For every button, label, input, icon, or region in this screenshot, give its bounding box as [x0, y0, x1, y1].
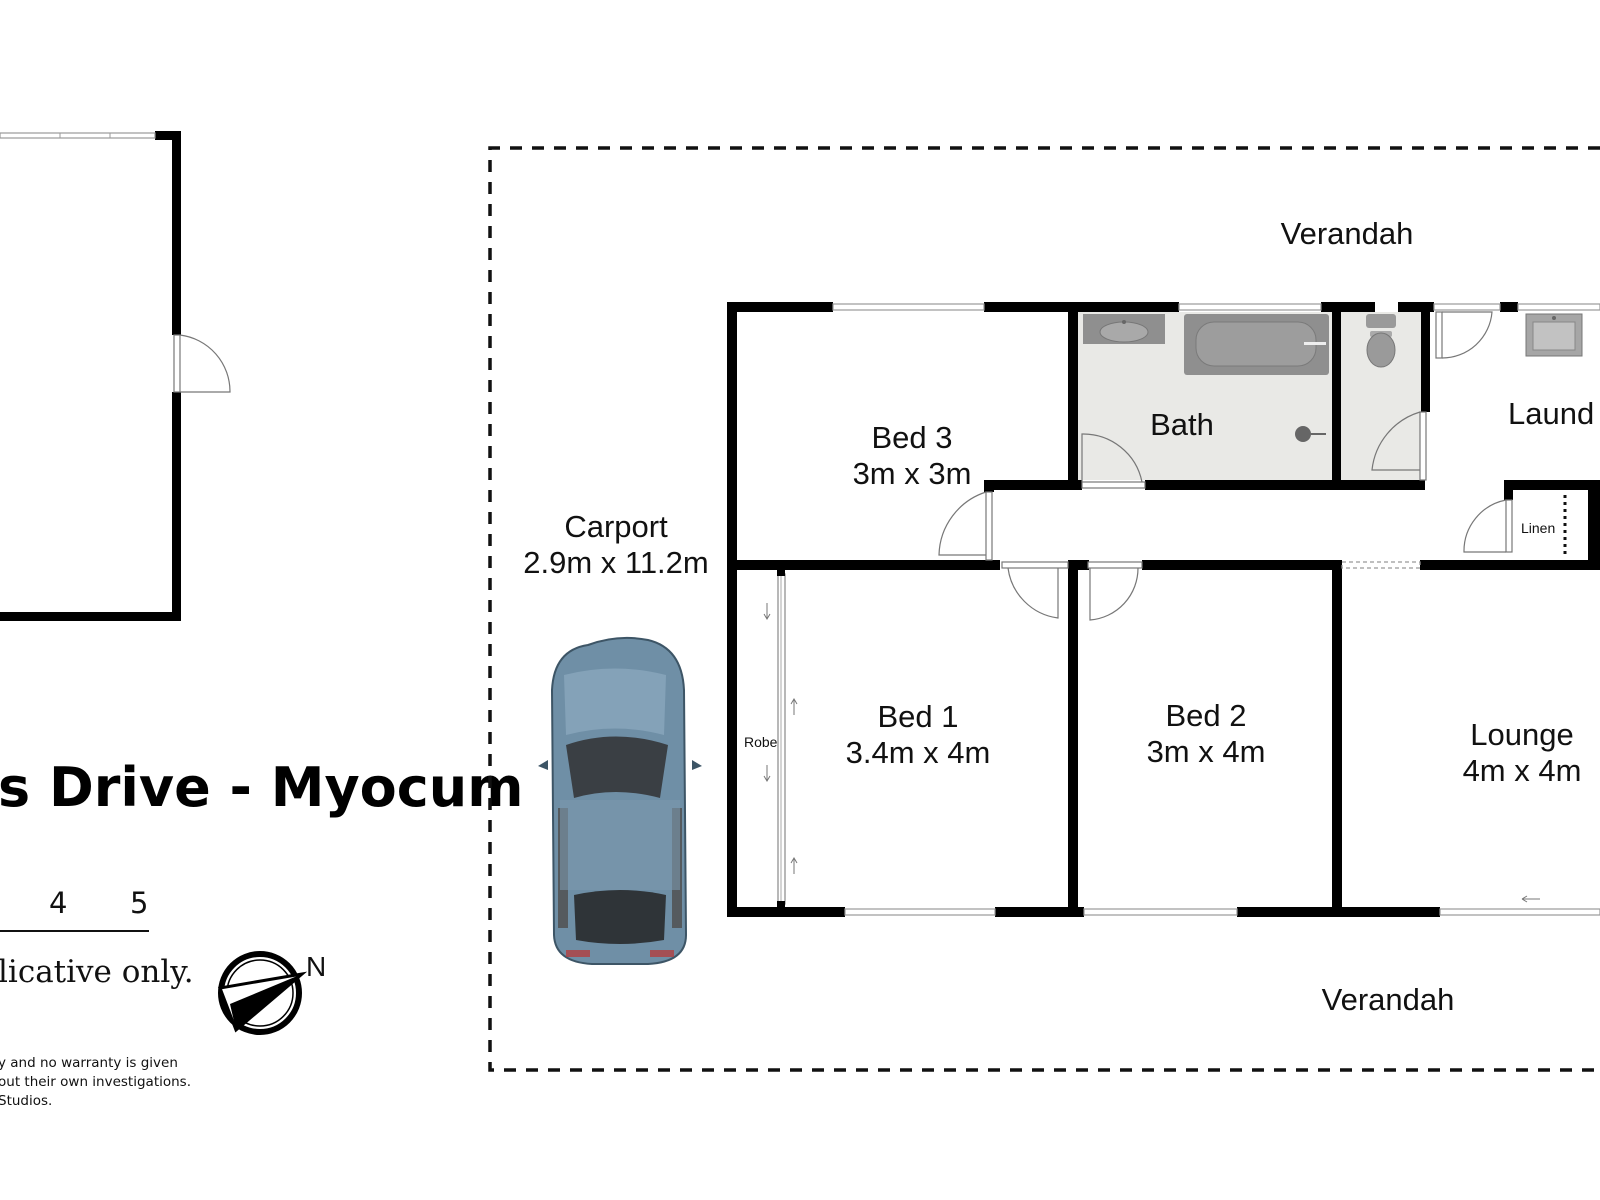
disclaimer-line: out their own investigations.	[0, 1074, 191, 1090]
fixtures	[1083, 313, 1583, 555]
bed1-door	[1001, 561, 1069, 619]
verandah-top-label: Verandah	[1281, 216, 1414, 251]
window	[1178, 303, 1322, 311]
bathtub-icon	[1184, 314, 1329, 375]
laundry-tub-icon	[1525, 313, 1583, 357]
room-labels: Verandah Verandah Carport 2.9m x 11.2m B…	[523, 216, 1594, 1017]
scale-bar: 4 5	[0, 886, 149, 932]
bed2-door	[1087, 561, 1143, 621]
doors	[938, 311, 1513, 621]
bed3-label: Bed 3	[871, 420, 952, 455]
window	[1083, 908, 1238, 916]
bed2-size: 3m x 4m	[1147, 734, 1266, 769]
north-label: N	[306, 951, 326, 982]
window	[832, 303, 985, 311]
carport-size: 2.9m x 11.2m	[523, 545, 709, 580]
bath-door	[1081, 433, 1146, 489]
floor-drain-icon	[1295, 426, 1326, 442]
shed-outline	[0, 131, 231, 621]
bed1-label: Bed 1	[877, 699, 958, 734]
laundry-door	[1435, 311, 1493, 359]
indicative-note: licative only.	[0, 954, 194, 990]
toilet-door	[1371, 411, 1427, 481]
sliding-door	[1439, 908, 1600, 916]
window	[1517, 303, 1600, 311]
scale-line	[0, 930, 149, 932]
window	[1433, 303, 1501, 311]
lounge-size: 4m x 4m	[1463, 753, 1582, 788]
bed3-size: 3m x 3m	[853, 456, 972, 491]
disclaimer-line: Studios.	[0, 1093, 52, 1109]
car-icon	[538, 636, 702, 965]
linen-door	[1463, 499, 1513, 553]
north-compass: N	[217, 951, 326, 1035]
bed1-size: 3.4m x 4m	[846, 735, 991, 770]
disclaimer-line: y and no warranty is given	[0, 1055, 178, 1071]
carport-label: Carport	[564, 509, 668, 544]
house-walls	[727, 302, 1600, 917]
linen-label: Linen	[1521, 520, 1555, 536]
basin-icon	[1083, 314, 1165, 344]
property-title: s Drive - Myocum	[0, 756, 524, 819]
verandah-bottom-label: Verandah	[1322, 982, 1455, 1017]
scale-number: 5	[130, 886, 148, 920]
robe-sliding-doors	[763, 570, 798, 907]
bed2-label: Bed 2	[1165, 698, 1246, 733]
disclaimer: y and no warranty is given out their own…	[0, 1055, 191, 1109]
bath-label: Bath	[1150, 407, 1214, 442]
toilet-icon	[1366, 314, 1396, 368]
windows	[832, 303, 1600, 916]
shed-door	[173, 334, 231, 393]
property-boundary	[488, 146, 1600, 1072]
shed-window	[0, 132, 156, 139]
lounge-label: Lounge	[1470, 717, 1573, 752]
window	[844, 908, 996, 916]
laundry-label: Laund	[1508, 396, 1594, 431]
opening	[1341, 561, 1421, 569]
robe-label: Robe	[744, 734, 778, 750]
bed3-door	[938, 491, 993, 561]
scale-number: 4	[49, 886, 67, 920]
